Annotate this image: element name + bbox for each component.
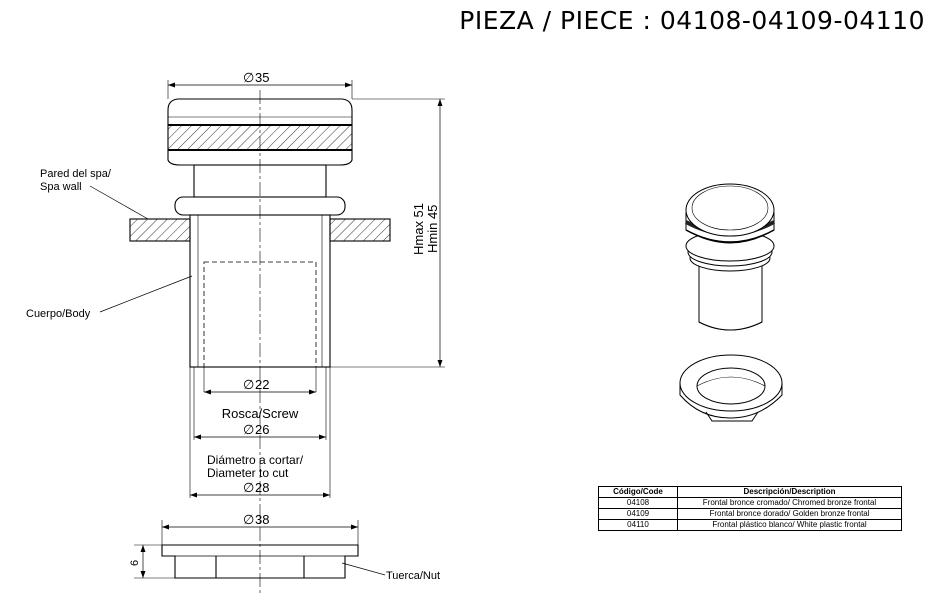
dim-28-value: 28 bbox=[255, 480, 269, 495]
cell-description: Frontal bronce dorado/ Golden bronze fro… bbox=[677, 508, 902, 520]
dim-38-symbol: ∅ bbox=[243, 512, 254, 527]
dim-26-symbol: ∅ bbox=[243, 422, 254, 437]
wall-leader bbox=[89, 185, 149, 220]
cut-label-1: Diámetro a cortar/ bbox=[207, 453, 304, 467]
cut-label-2: Diameter to cut bbox=[207, 466, 289, 480]
spa-wall-right bbox=[329, 218, 391, 242]
body-label: Cuerpo/Body bbox=[26, 308, 91, 320]
table-header-row: Código/Code Descripción/Description bbox=[598, 486, 902, 498]
isometric-view bbox=[679, 183, 783, 422]
cell-code: 04110 bbox=[598, 519, 678, 531]
dim-22-symbol: ∅ bbox=[243, 377, 254, 392]
hmin-label: Hmin 45 bbox=[425, 205, 440, 253]
cell-code: 04108 bbox=[598, 497, 678, 509]
wall-label-1: Pared del spa/ bbox=[40, 168, 112, 180]
inner-bore bbox=[203, 261, 317, 368]
col-description: Descripción/Description bbox=[677, 486, 902, 498]
knurled-band bbox=[167, 124, 353, 151]
dim-35-symbol: ∅ bbox=[243, 70, 254, 85]
nut-label: Tuerca/Nut bbox=[386, 570, 440, 582]
dim-38-value: 38 bbox=[255, 512, 269, 527]
dim-28-symbol: ∅ bbox=[243, 480, 254, 495]
hmax-label: Hmax 51 bbox=[411, 203, 426, 255]
cell-code: 04109 bbox=[598, 508, 678, 520]
nut-section bbox=[134, 520, 359, 579]
cell-description: Frontal plástico blanco/ White plastic f… bbox=[677, 519, 902, 531]
section-view bbox=[129, 80, 445, 595]
wall-label-2: Spa wall bbox=[40, 181, 82, 193]
table-row: 04110 Frontal plástico blanco/ White pla… bbox=[598, 519, 902, 531]
spa-wall-left bbox=[129, 218, 191, 242]
dim-22-value: 22 bbox=[255, 377, 269, 392]
col-code: Código/Code bbox=[598, 486, 678, 498]
leader-lines bbox=[89, 185, 386, 576]
cell-description: Frontal bronce cromado/ Chromed bronze f… bbox=[677, 497, 902, 509]
dimension-lines bbox=[140, 82, 443, 578]
body-leader bbox=[99, 275, 193, 313]
table-row: 04108 Frontal bronce cromado/ Chromed br… bbox=[598, 497, 902, 509]
table-row: 04109 Frontal bronce dorado/ Golden bron… bbox=[598, 508, 902, 520]
cap-dome bbox=[167, 98, 353, 126]
page-title: PIEZA / PIECE : 04108-04109-04110 bbox=[459, 6, 925, 35]
dim-35-value: 35 bbox=[255, 70, 269, 85]
dim-26-value: 26 bbox=[255, 422, 269, 437]
code-table: Código/Code Descripción/Description 0410… bbox=[598, 486, 902, 531]
screw-label: Rosca/Screw bbox=[222, 406, 299, 421]
nut-leader bbox=[341, 562, 386, 576]
nut-height-label: 6 bbox=[129, 560, 141, 566]
